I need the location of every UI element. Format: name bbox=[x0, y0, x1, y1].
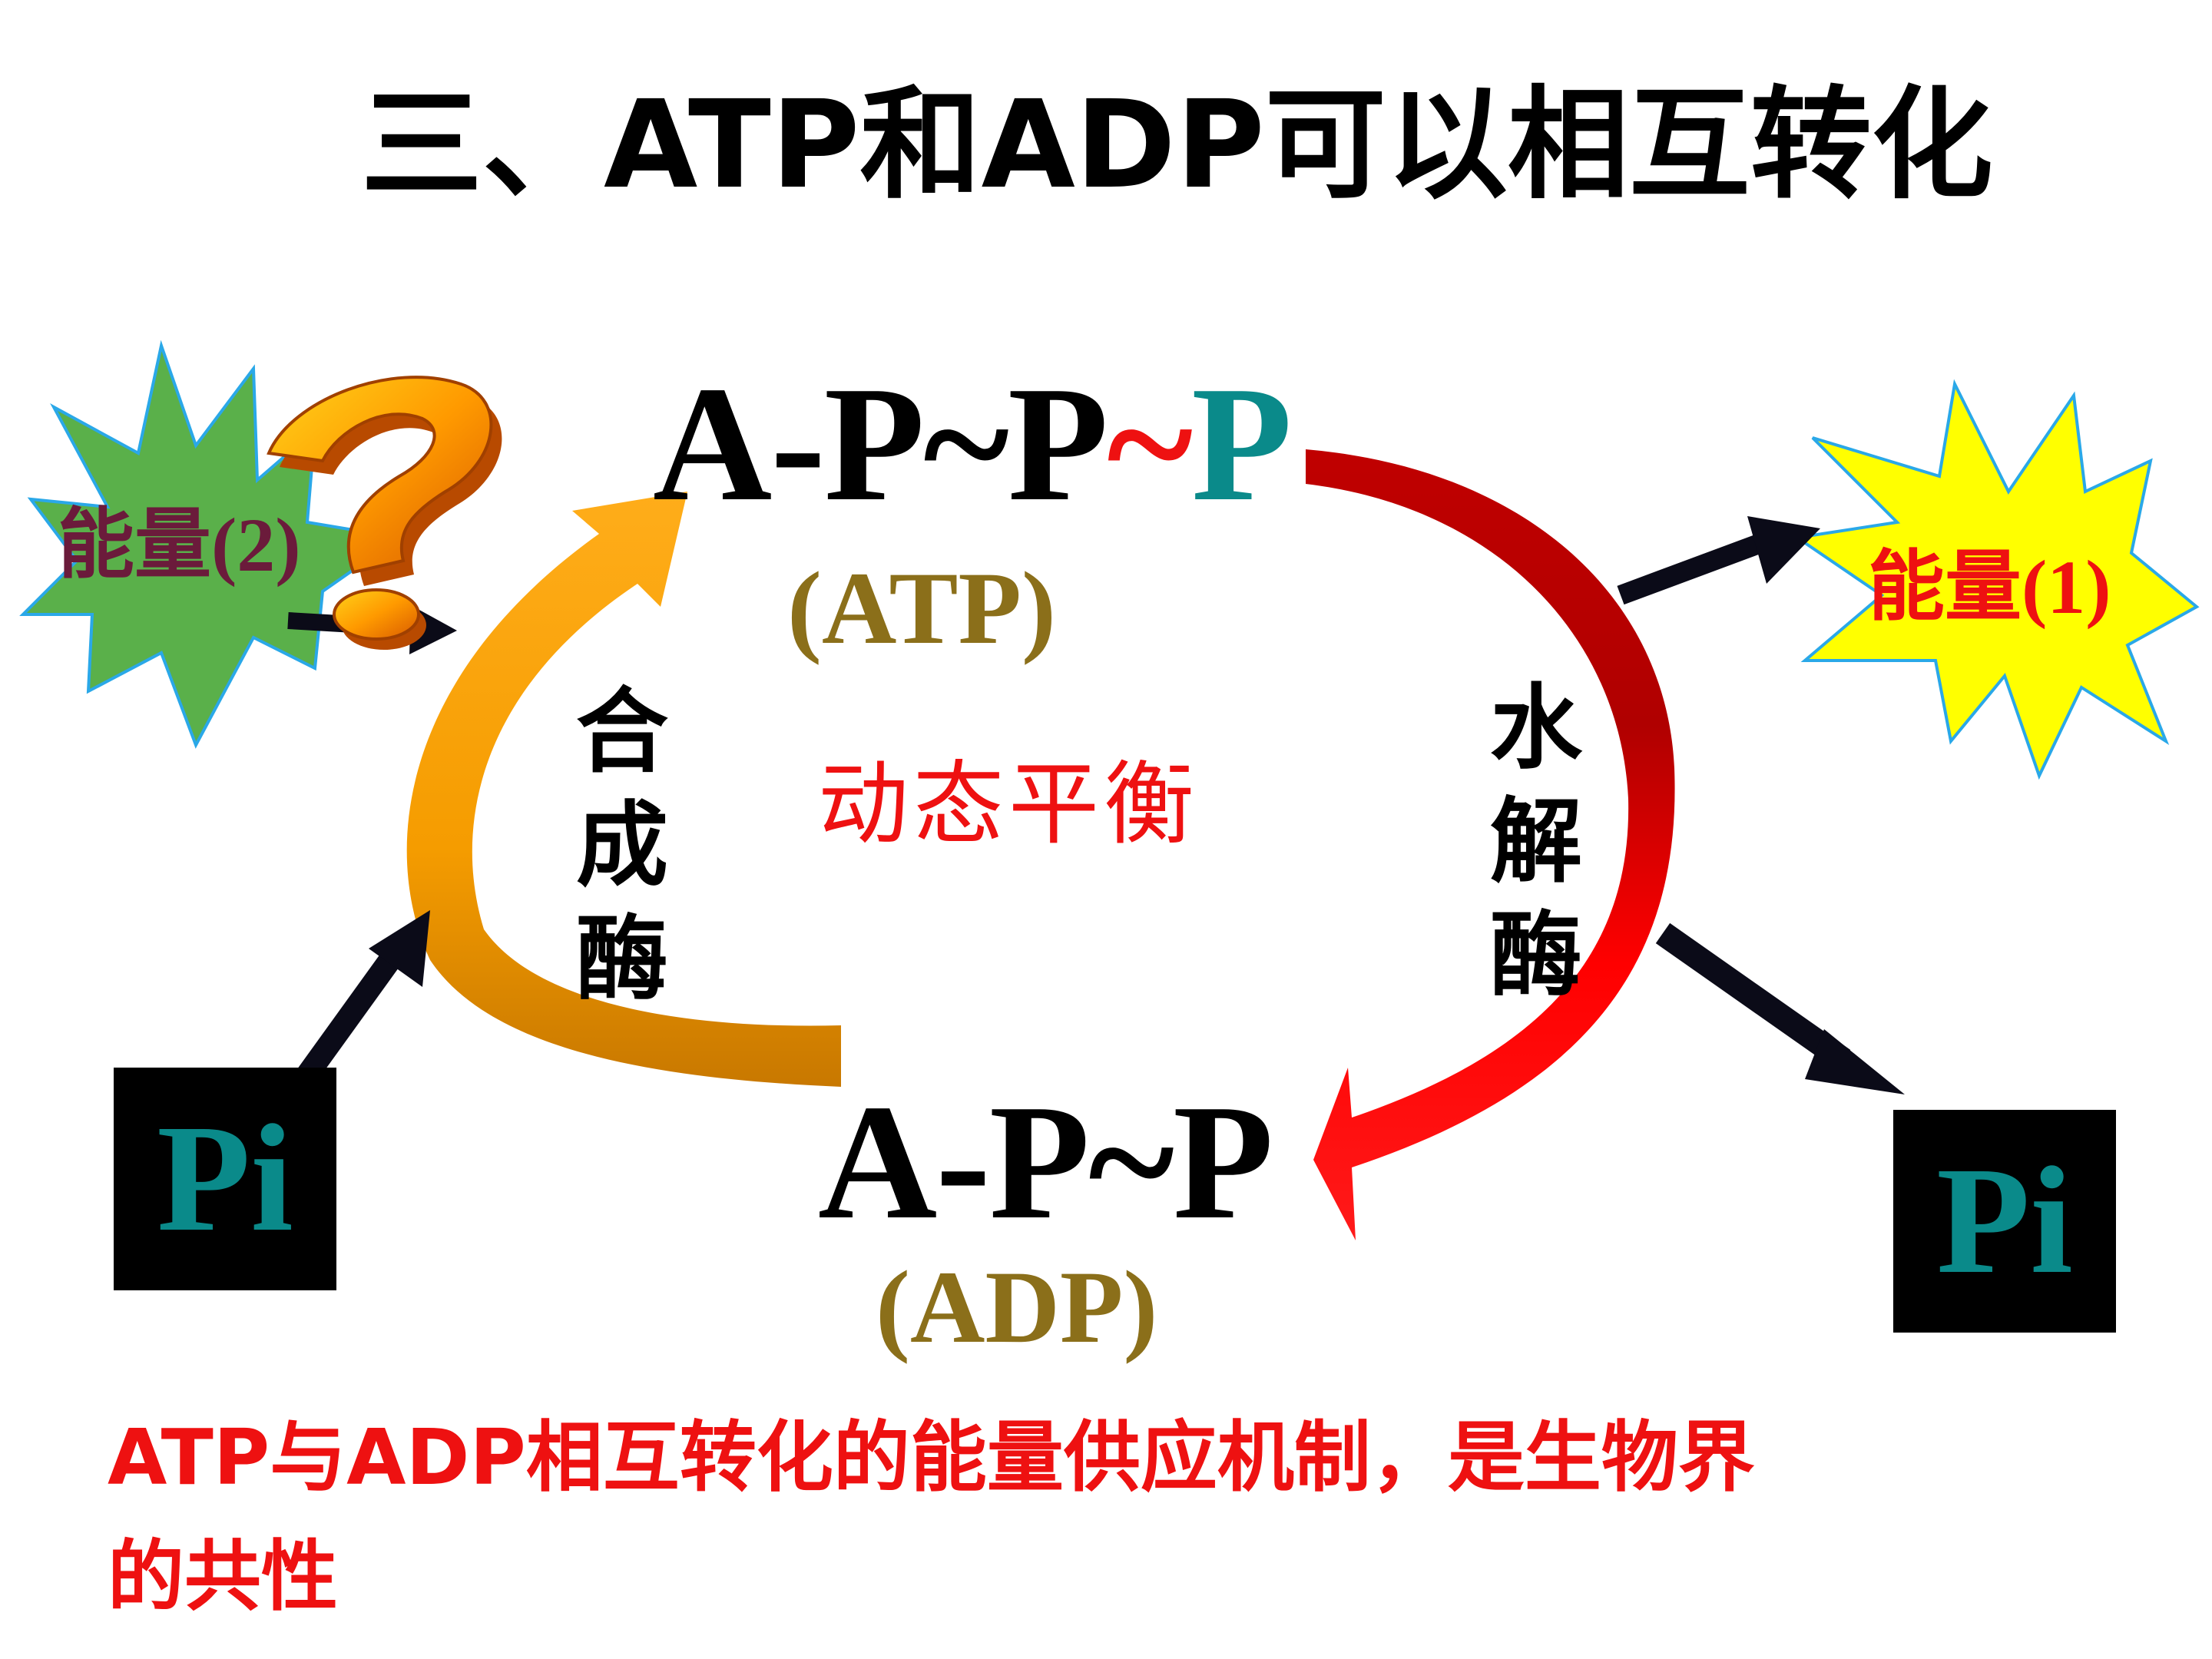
atp-label: (ATP) bbox=[787, 551, 1056, 666]
atp-formula-prefix: A-P~P bbox=[653, 352, 1108, 535]
atp-formula: A-P~P~P bbox=[653, 361, 1292, 526]
pi-right-box: Pi bbox=[1893, 1110, 2116, 1333]
adp-formula: A-P~P bbox=[818, 1070, 1273, 1253]
energy-out-label: 能量(1) bbox=[1868, 545, 2111, 630]
atp-terminal-phosphate: P bbox=[1191, 352, 1292, 535]
adp-label: (ADP) bbox=[876, 1250, 1158, 1365]
pi-out-arrow bbox=[1655, 922, 1905, 1094]
synthesis-arrow bbox=[406, 492, 841, 1087]
pi-left-label: Pi bbox=[157, 1094, 293, 1263]
hydrolase-char: 水 bbox=[1490, 677, 1582, 780]
dynamic-balance-label: 动态平衡 bbox=[818, 755, 1200, 856]
energy-in-label: 能量(2) bbox=[58, 502, 301, 588]
conclusion-line-1: ATP与ADP相互转化的能量供应机制，是生物界 bbox=[108, 1412, 1755, 1502]
pi-left-box: Pi bbox=[114, 1068, 336, 1290]
synthase-label: 合 成 酶 bbox=[568, 676, 676, 1017]
synthase-char: 合 bbox=[576, 681, 668, 783]
hydrolysis-arrow bbox=[1306, 449, 1675, 1240]
hydrolase-char: 酶 bbox=[1490, 905, 1582, 1007]
energy-out-arrow bbox=[1617, 516, 1820, 605]
synthase-char: 成 bbox=[576, 795, 668, 897]
page-title: 三、ATP和ADP可以相互转化 bbox=[361, 75, 1993, 216]
synthase-char: 酶 bbox=[576, 909, 668, 1011]
hydrolase-char: 解 bbox=[1490, 791, 1582, 893]
conclusion-line-2: 的共性 bbox=[108, 1532, 338, 1621]
conclusion-text: ATP与ADP相互转化的能量供应机制，是生物界 的共性 bbox=[108, 1398, 1755, 1636]
question-mark-icon bbox=[267, 376, 502, 650]
atp-high-energy-bond: ~ bbox=[1107, 352, 1193, 535]
energy-out-starburst bbox=[1793, 379, 2200, 780]
hydrolase-label: 水 解 酶 bbox=[1482, 672, 1590, 1013]
pi-right-label: Pi bbox=[1936, 1136, 2073, 1306]
